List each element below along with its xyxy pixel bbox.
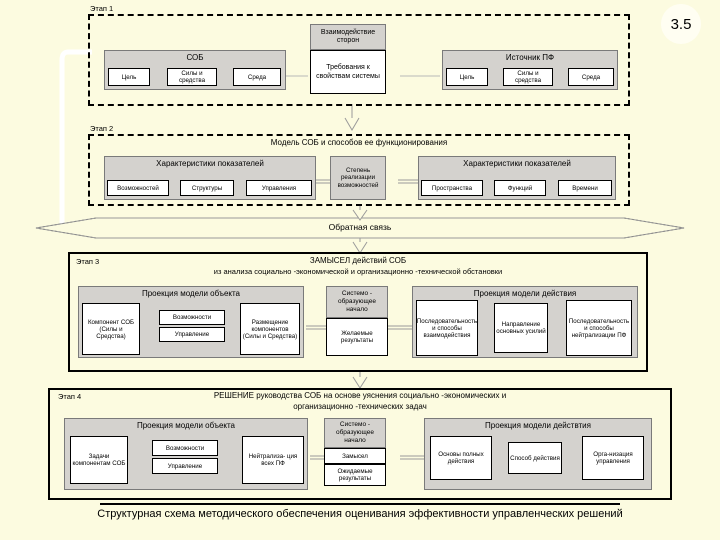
stage3-core-body: Желаемые результаты	[326, 318, 388, 356]
stage3-container	[68, 252, 648, 372]
stage1-source-forces: Силы и средства	[503, 68, 553, 86]
stage1-sob-environment: Среда	[233, 68, 281, 86]
stage1-sob-forces: Силы и средства	[167, 68, 217, 86]
stage4-object-tasks: Задачи компонентам СОБ	[70, 436, 128, 484]
stage4-object-title: Проекция модели объекта	[136, 421, 235, 430]
stage2-left-title: Характеристики показателей	[156, 159, 264, 168]
stage2-left-item-capabilities: Возможностей	[107, 180, 169, 196]
stage4-container	[48, 388, 672, 500]
stage4-core-concept: Замысел	[324, 448, 386, 464]
stage2-right-item-functions: Функций	[494, 180, 546, 196]
stage2-label: Этап 2	[88, 124, 116, 133]
stage2-container	[88, 134, 630, 206]
stage2-right-title: Характеристики показателей	[463, 159, 571, 168]
figure-number: 3.5	[670, 15, 692, 33]
stage4-object-management: Управление	[152, 458, 218, 474]
stage1-interaction-header: Взаимодействие сторон	[310, 24, 386, 50]
stage1-container	[88, 14, 630, 106]
stage2-right-item-space: Пространства	[421, 180, 483, 196]
stage4-title-line1: РЕШЕНИЕ руководства СОБ на основе уяснен…	[213, 391, 507, 400]
stage4-core-header: Системо - образующее начало	[324, 418, 386, 448]
stage1-label: Этап 1	[88, 4, 116, 13]
figure-caption: Структурная схема методического обеспече…	[97, 508, 623, 520]
stage1-interaction-body: Требования к свойствам системы	[310, 50, 386, 94]
stage4-object-neutralization: Нейтрализа- ция всех ПФ	[242, 436, 304, 484]
stage2-left-item-structure: Структуры	[180, 180, 234, 196]
stage3-object-placement: Размещение компонентов (Силы и Средства)	[240, 303, 300, 355]
stage3-title-line2: из анализа социально -экономической и ор…	[213, 267, 503, 276]
stage3-action-neutralization: Последовательность и способы нейтрализац…	[566, 300, 632, 356]
stage2-title: Модель СОБ и способов ее функционировани…	[270, 138, 448, 147]
stage3-object-component: Компонент СОБ (Силы и Средства)	[82, 303, 140, 355]
stage1-sob-title: СОБ	[186, 53, 204, 62]
stage2-left-item-management: Управления	[246, 180, 312, 196]
stage3-object-management: Управление	[159, 327, 225, 342]
stage4-action-organization: Орга-низация управления	[582, 436, 644, 480]
stage3-core-header: Системо - образующее начало	[326, 286, 388, 318]
stage4-action-title: Проекция модели действтия	[485, 421, 591, 430]
stage4-action-basis: Основы полных действия	[430, 436, 492, 480]
stage4-label: Этап 4	[58, 392, 82, 401]
stage4-title-line2: организационно -технических задач	[293, 402, 427, 411]
stage1-source-environment: Среда	[568, 68, 614, 86]
stage2-center-box: Степень реализации возможностей	[330, 156, 386, 200]
stage4-object-capabilities: Возможности	[152, 440, 218, 456]
stage3-action-title: Проекция модели действия	[473, 289, 577, 298]
stage3-action-direction: Направление основных усилий	[494, 303, 548, 353]
stage1-source-goal: Цель	[446, 68, 488, 86]
stage2-right-item-time: Времени	[558, 180, 612, 196]
figure-number-badge: 3.5	[661, 4, 701, 44]
feedback-label: Обратная связь	[328, 222, 392, 232]
stage1-source-title: Источник ПФ	[505, 53, 555, 62]
stage3-object-capabilities: Возможности	[159, 310, 225, 325]
caption-rule	[100, 503, 620, 505]
stage3-action-sequence: Последовательность и способы взаимодейст…	[416, 300, 478, 356]
stage4-action-method: Способ действия	[508, 442, 562, 474]
stage3-object-title: Проекция модели объекта	[141, 289, 240, 298]
stage3-label: Этап 3	[76, 257, 100, 266]
stage1-sob-goal: Цель	[108, 68, 150, 86]
stage3-title-line1: ЗАМЫСЕЛ действий СОБ	[309, 256, 407, 265]
stage4-core-results: Ожидаемые результаты	[324, 464, 386, 486]
